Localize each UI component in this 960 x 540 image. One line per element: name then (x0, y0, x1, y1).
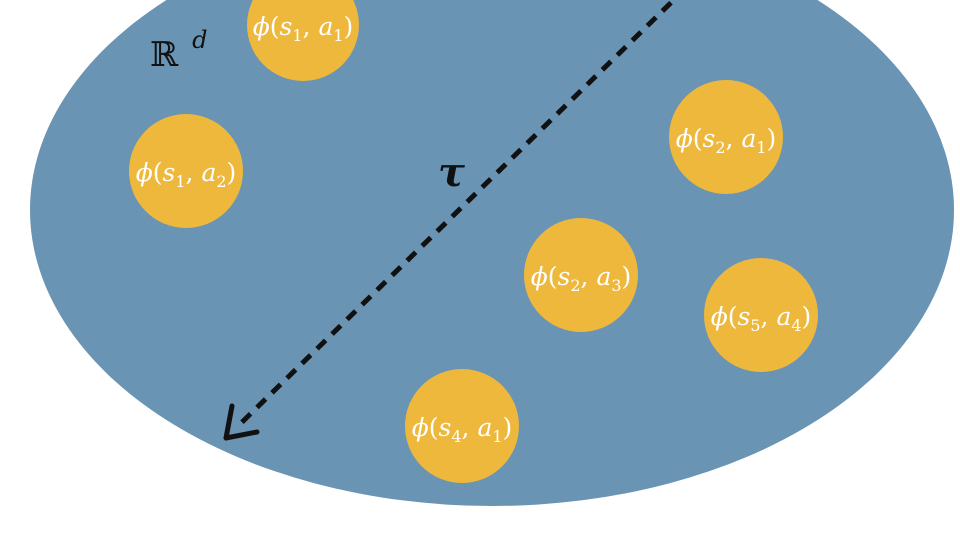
embedding-node: ϕ(s2, a1) (669, 80, 783, 194)
embedding-node-label: ϕ(s1, a1) (253, 12, 354, 45)
space-symbol: ℝ (150, 35, 179, 75)
embedding-node-label: ϕ(s4, a1) (412, 413, 513, 446)
embedding-node: ϕ(s4, a1) (405, 369, 519, 483)
tau-arrow (223, 0, 678, 441)
embedding-node: ϕ(s1, a2) (129, 114, 243, 228)
embedding-node-circle (704, 258, 818, 372)
space-exponent: d (192, 26, 207, 54)
embedding-node-circle (669, 80, 783, 194)
embedding-node-circle (129, 114, 243, 228)
tau-label: τ (438, 149, 465, 196)
arrow-head-icon (223, 403, 260, 441)
embedding-node-label: ϕ(s1, a2) (136, 158, 237, 191)
embedding-node-circle (405, 369, 519, 483)
embedding-node-label: ϕ(s2, a3) (531, 262, 632, 295)
embedding-node-label: ϕ(s2, a1) (676, 124, 777, 157)
embedding-node-circle (524, 218, 638, 332)
embedding-node: ϕ(s1, a1) (247, 0, 359, 81)
embedding-node-circle (247, 0, 359, 81)
space-label: ℝ d (150, 26, 207, 75)
embedding-node: ϕ(s2, a3) (524, 218, 638, 332)
embedding-node: ϕ(s5, a4) (704, 258, 818, 372)
embedding-node-label: ϕ(s5, a4) (711, 302, 812, 335)
